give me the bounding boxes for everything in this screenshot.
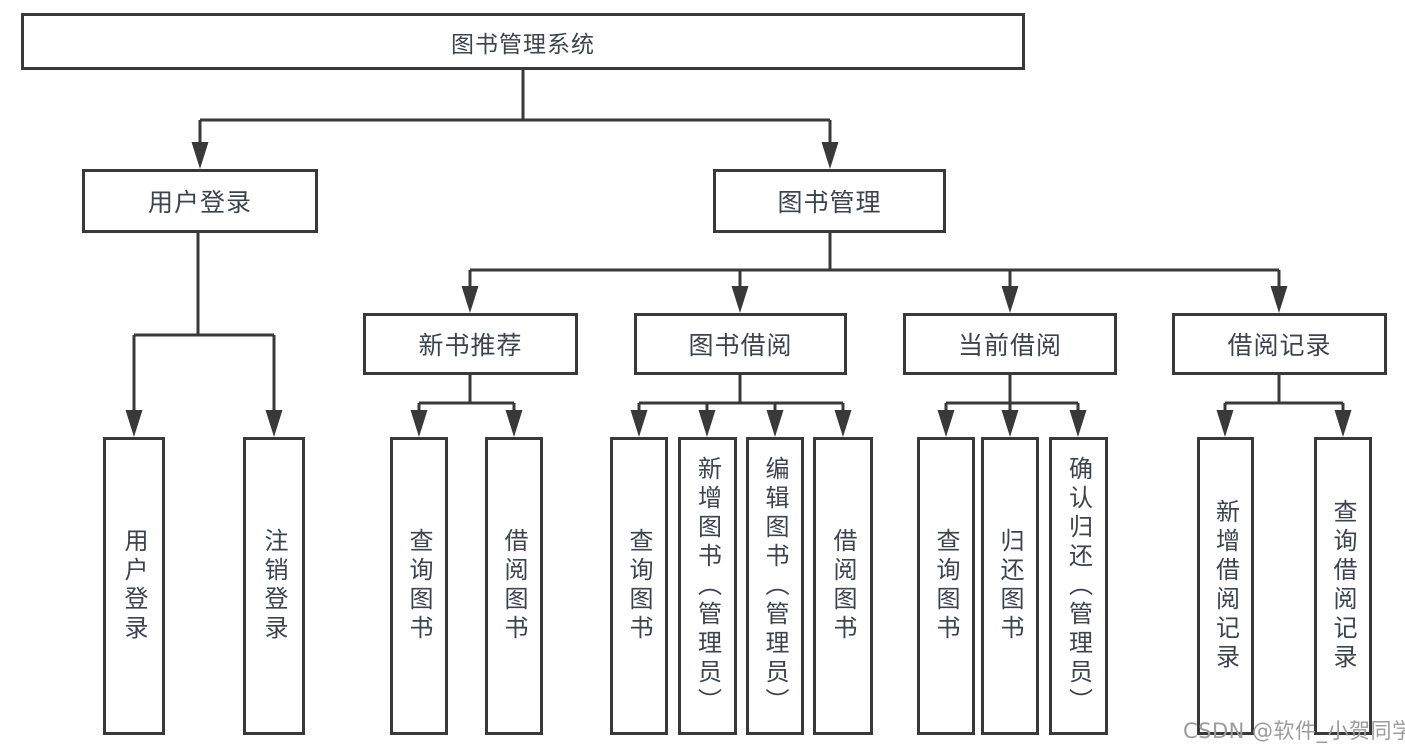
leaf-logout-label: 注销登录 xyxy=(260,528,288,644)
node-root: 图书管理系统 xyxy=(21,13,1025,70)
node-borrow-record-label: 借阅记录 xyxy=(1227,331,1332,360)
leaf-query-book-borrow: 查询图书 xyxy=(610,437,668,735)
node-root-label: 图书管理系统 xyxy=(451,31,595,58)
leaf-add-book-admin-label: 新增图书（管理员） xyxy=(693,455,722,717)
node-user-login: 用户登录 xyxy=(82,169,318,233)
leaf-borrow-book-borrow-label: 借阅图书 xyxy=(829,528,857,644)
node-new-book-recommend: 新书推荐 xyxy=(363,313,578,375)
leaf-edit-book-admin: 编辑图书（管理员） xyxy=(746,437,804,735)
leaf-add-borrow-record-label: 新增借阅记录 xyxy=(1211,499,1240,673)
leaf-logout: 注销登录 xyxy=(243,437,305,735)
leaf-borrow-book-recommend: 借阅图书 xyxy=(485,437,543,735)
leaf-query-borrow-record-label: 查询借阅记录 xyxy=(1329,499,1357,673)
leaf-user-login-label: 用户登录 xyxy=(120,528,148,644)
leaf-edit-book-admin-label: 编辑图书（管理员） xyxy=(761,455,789,717)
leaf-query-book-recommend-label: 查询图书 xyxy=(405,528,433,644)
leaf-query-book-borrow-label: 查询图书 xyxy=(625,528,653,644)
leaf-confirm-return-admin-label: 确认归还（管理员） xyxy=(1064,455,1093,717)
node-current-borrow-label: 当前借阅 xyxy=(957,331,1062,360)
leaf-add-borrow-record: 新增借阅记录 xyxy=(1197,437,1254,735)
node-book-borrow-label: 图书借阅 xyxy=(688,331,793,360)
leaf-query-book-recommend: 查询图书 xyxy=(390,437,448,735)
leaf-query-book-current-label: 查询图书 xyxy=(932,528,960,644)
leaf-user-login: 用户登录 xyxy=(103,437,165,735)
leaf-query-book-current: 查询图书 xyxy=(917,437,975,735)
leaf-confirm-return-admin: 确认归还（管理员） xyxy=(1049,437,1108,735)
leaf-query-borrow-record: 查询借阅记录 xyxy=(1314,437,1372,735)
node-borrow-record: 借阅记录 xyxy=(1172,313,1387,375)
leaf-return-book: 归还图书 xyxy=(981,437,1039,735)
node-new-book-recommend-label: 新书推荐 xyxy=(418,331,523,360)
watermark: CSDN @软件_小贺同学 xyxy=(1183,719,1405,743)
node-current-borrow: 当前借阅 xyxy=(903,313,1117,375)
leaf-borrow-book-recommend-label: 借阅图书 xyxy=(500,528,528,644)
node-user-login-label: 用户登录 xyxy=(147,188,252,217)
leaf-add-book-admin: 新增图书（管理员） xyxy=(678,437,737,735)
node-book-borrow: 图书借阅 xyxy=(634,313,847,375)
node-book-management-label: 图书管理 xyxy=(777,188,882,217)
arrowheads xyxy=(125,142,1352,437)
leaf-borrow-book-borrow: 借阅图书 xyxy=(813,437,873,735)
node-book-management: 图书管理 xyxy=(713,169,946,233)
leaf-return-book-label: 归还图书 xyxy=(996,528,1024,644)
